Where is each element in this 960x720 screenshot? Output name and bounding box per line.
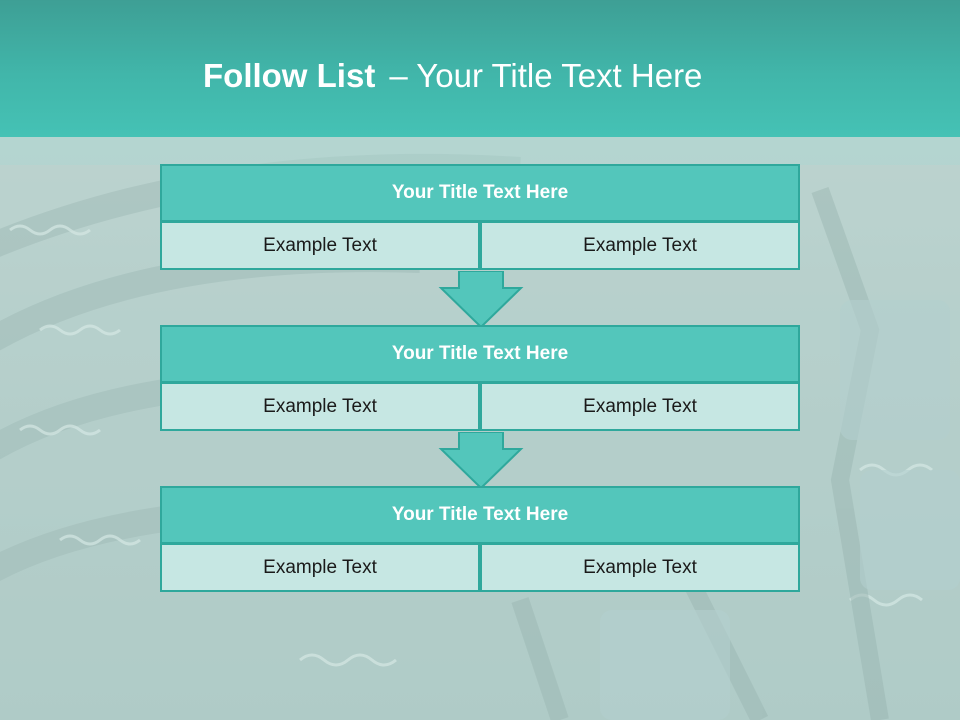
block-title: Your Title Text Here (160, 325, 800, 383)
title-rest: – Your Title Text Here (389, 57, 703, 94)
down-arrow-icon (438, 271, 524, 329)
block-cell-right: Example Text (480, 543, 800, 592)
header-band (0, 0, 960, 137)
title-bold: Follow List (203, 57, 376, 94)
block-cell-right: Example Text (480, 221, 800, 270)
block-title: Your Title Text Here (160, 486, 800, 544)
block-cell-left: Example Text (160, 543, 480, 592)
header-strip (0, 137, 960, 165)
block-title: Your Title Text Here (160, 164, 800, 222)
block-cell-right: Example Text (480, 382, 800, 431)
down-arrow-icon (438, 432, 524, 490)
page-title: Follow List – Your Title Text Here (203, 54, 702, 98)
block-cell-left: Example Text (160, 221, 480, 270)
block-cell-left: Example Text (160, 382, 480, 431)
